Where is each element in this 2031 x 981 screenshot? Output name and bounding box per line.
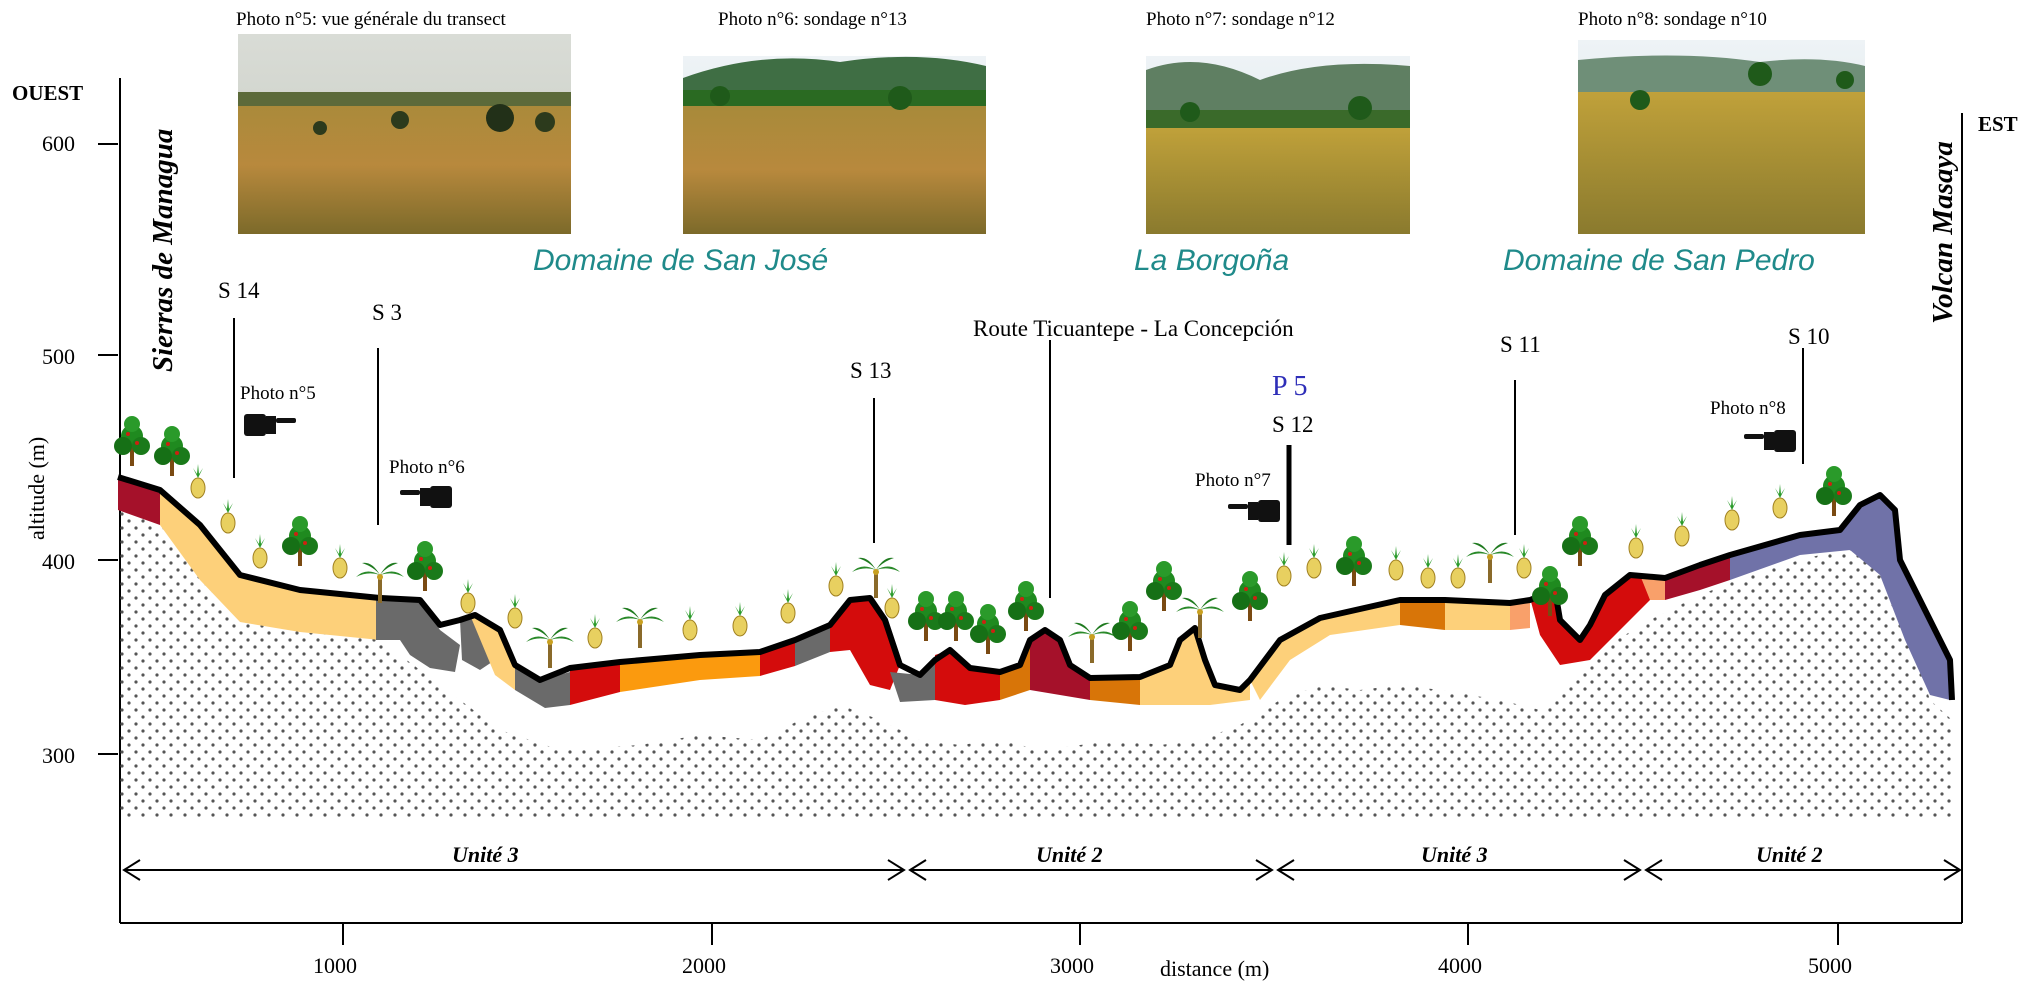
photo-6 — [683, 56, 986, 234]
photo-7-marker: Photo n°7 — [1195, 470, 1280, 522]
svg-text:Photo n°5: Photo n°5 — [240, 383, 316, 404]
x-tick-5000: 5000 — [1808, 953, 1852, 978]
svg-text:Photo n°7: Photo n°7 — [1195, 470, 1271, 491]
sounding-s3: S 3 — [372, 300, 402, 325]
domain-la-borgona: La Borgoña — [1134, 244, 1289, 277]
unit-label-2: Unité 2 — [1036, 842, 1103, 867]
unit-arrows — [122, 859, 1962, 881]
y-axis-label: altitude (m) — [24, 437, 49, 540]
y-tick-300: 300 — [42, 743, 75, 768]
sounding-s14: S 14 — [218, 278, 260, 303]
sierras-label: Sierras de Managua — [147, 129, 179, 372]
photo-5-caption: Photo n°5: vue générale du transect — [236, 9, 507, 30]
y-tick-400: 400 — [42, 549, 75, 574]
y-tick-600: 600 — [42, 131, 75, 156]
photo-7-caption: Photo n°7: sondage n°12 — [1146, 9, 1335, 30]
sounding-s13: S 13 — [850, 358, 892, 383]
sounding-s11: S 11 — [1500, 332, 1541, 357]
sounding-s10: S 10 — [1788, 324, 1830, 349]
x-ticks — [342, 923, 1839, 945]
svg-text:Photo n°8: Photo n°8 — [1710, 398, 1786, 419]
profile-label: P 5 — [1272, 371, 1308, 402]
photo-7 — [1146, 56, 1410, 234]
domain-san-pedro: Domaine de San Pedro — [1503, 244, 1815, 277]
unit-label-3: Unité 3 — [1421, 842, 1488, 867]
photo-5-marker: Photo n°5 — [240, 383, 316, 436]
x-tick-4000: 4000 — [1438, 953, 1482, 978]
svg-text:Photo n°6: Photo n°6 — [389, 457, 465, 478]
photo-8-marker: Photo n°8 — [1710, 398, 1796, 452]
photo-5 — [238, 34, 571, 234]
volcan-label: Volcan Masaya — [1927, 141, 1959, 324]
sounding-lines — [233, 318, 1804, 598]
west-label: OUEST — [12, 81, 83, 105]
y-tick-500: 500 — [42, 344, 75, 369]
photo-8 — [1578, 40, 1865, 234]
x-tick-1000: 1000 — [313, 953, 357, 978]
x-tick-3000: 3000 — [1050, 953, 1094, 978]
substrate-layer — [118, 505, 1952, 820]
photo-6-caption: Photo n°6: sondage n°13 — [718, 9, 907, 30]
x-tick-2000: 2000 — [682, 953, 726, 978]
east-label: EST — [1978, 112, 2018, 136]
unit-label-1: Unité 3 — [452, 842, 519, 867]
road-label: Route Ticuantepe - La Concepción — [973, 316, 1294, 341]
y-ticks — [98, 143, 118, 755]
photo-6-marker: Photo n°6 — [389, 457, 465, 508]
unit-label-4: Unité 2 — [1756, 842, 1823, 867]
x-axis-label: distance (m) — [1160, 956, 1269, 981]
sounding-s12: S 12 — [1272, 412, 1314, 437]
photo-8-caption: Photo n°8: sondage n°10 — [1578, 9, 1767, 30]
domain-san-jose: Domaine de San José — [533, 244, 828, 277]
surface-line — [117, 474, 1955, 701]
